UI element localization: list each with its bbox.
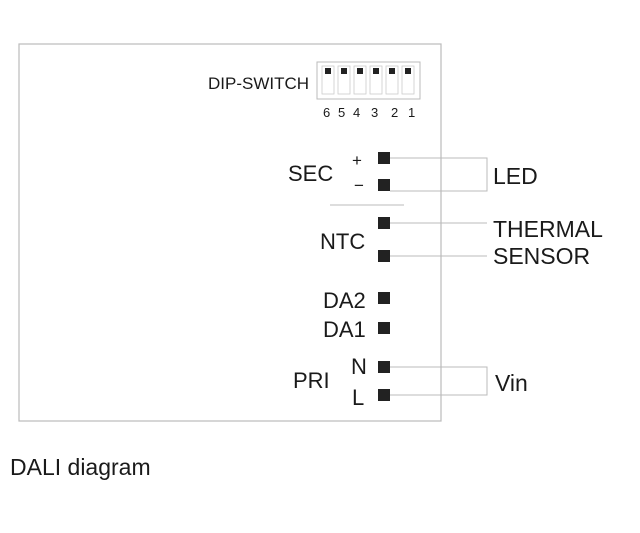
diagram-caption: DALI diagram [10,454,151,480]
sec-plus-label: + [352,151,362,170]
terminal-pri-n [378,361,390,373]
sensor-output-label: SENSOR [493,243,590,269]
dip-number-1: 1 [408,105,415,120]
terminal-sec-minus [378,179,390,191]
vin-leader [390,366,488,396]
dip-number-6: 6 [323,105,330,120]
dip-switch-6-knob [325,68,331,74]
dip-switch-1-knob [405,68,411,74]
led-leader [390,157,488,192]
dip-switch-4-knob [357,68,363,74]
dip-switch-4[interactable] [353,65,367,95]
housing-outline [18,43,442,422]
terminal-ntc-1 [378,217,390,229]
terminal-sec-plus [378,152,390,164]
dip-switch-5-knob [341,68,347,74]
pri-label: PRI [293,368,330,393]
dip-switch-5[interactable] [337,65,351,95]
terminal-pri-l [378,389,390,401]
leader-lines [390,157,488,396]
ntc-label: NTC [320,229,365,254]
sec-label: SEC [288,161,333,186]
dip-number-5: 5 [338,105,345,120]
thermal-output-label: THERMAL [493,216,603,242]
dip-number-2: 2 [391,105,398,120]
dip-switch-label: DIP-SWITCH [208,74,309,93]
dip-switch-2-knob [389,68,395,74]
dip-switch-numbers: 6 5 4 3 2 1 [323,105,415,120]
da2-label: DA2 [323,288,366,313]
terminal-da2 [378,292,390,304]
dip-switch-3[interactable] [369,65,383,95]
dip-switch-3-knob [373,68,379,74]
pri-l-label: L [352,385,364,410]
vin-output-label: Vin [495,370,528,396]
dip-number-4: 4 [353,105,360,120]
dip-switch-2[interactable] [385,65,399,95]
terminal-ntc-2 [378,250,390,262]
sec-minus-label: − [354,176,364,195]
dip-number-3: 3 [371,105,378,120]
dip-switch-toggles [321,65,415,95]
da1-label: DA1 [323,317,366,342]
terminal-da1 [378,322,390,334]
led-output-label: LED [493,163,538,189]
dip-switch-6[interactable] [321,65,335,95]
dip-switch-1[interactable] [401,65,415,95]
dip-switch-body [316,61,421,100]
pri-n-label: N [351,354,367,379]
